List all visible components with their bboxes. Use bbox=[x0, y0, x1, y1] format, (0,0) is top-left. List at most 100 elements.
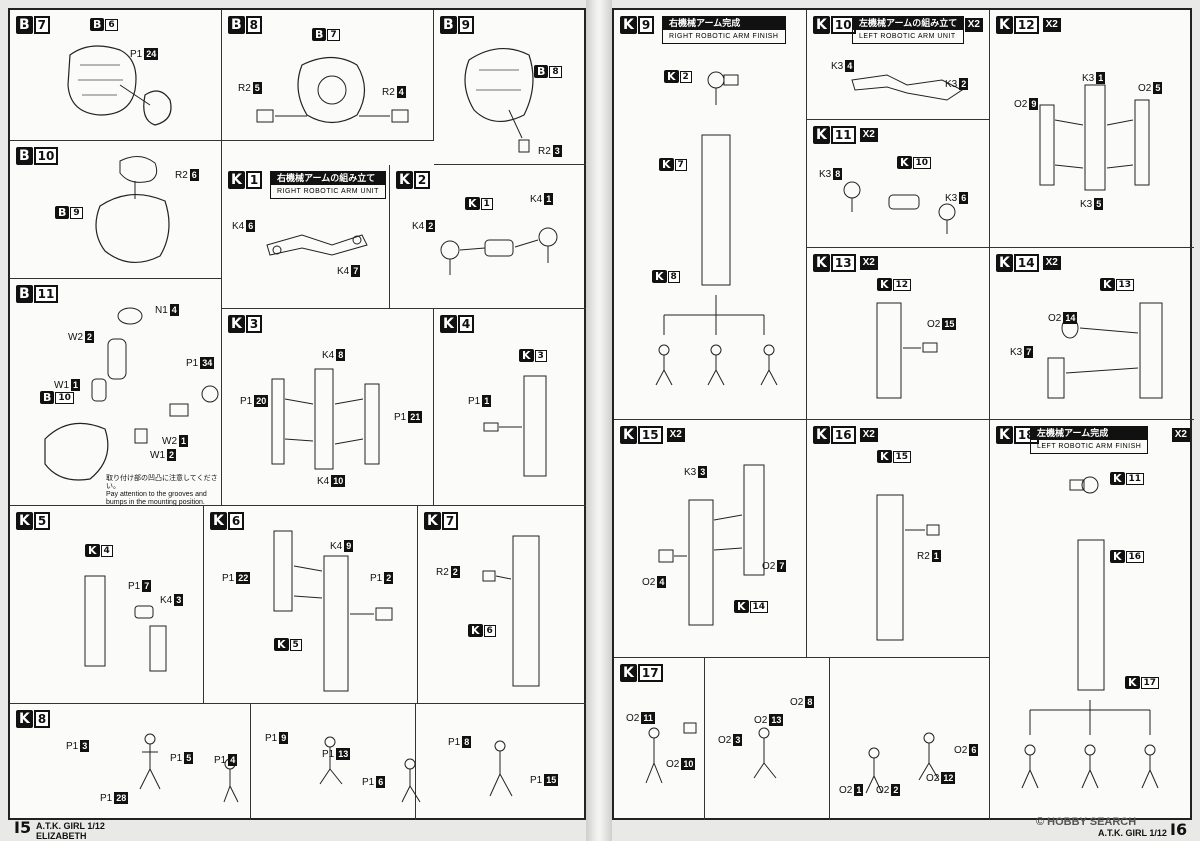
arm-frame-illustration bbox=[1039, 84, 1150, 191]
head-assembly-illustration bbox=[44, 307, 219, 481]
arm-assembly-illustration bbox=[655, 71, 778, 386]
figure-poses-illustration bbox=[645, 722, 940, 794]
arm-link-illustration bbox=[851, 74, 963, 101]
arm-frame-illustration bbox=[876, 494, 940, 641]
arm-frame-illustration bbox=[482, 535, 540, 687]
arm-link-illustration bbox=[266, 234, 368, 256]
footer-right: A.T.K. GIRL 1/12 bbox=[1098, 828, 1167, 838]
arm-assembly-illustration bbox=[1021, 476, 1159, 789]
arm-frame-illustration bbox=[84, 575, 167, 672]
head-part-illustration bbox=[256, 56, 409, 124]
arm-frame-illustration bbox=[876, 302, 938, 399]
arm-frame-illustration bbox=[483, 375, 547, 477]
arm-frame-illustration bbox=[658, 464, 765, 626]
figure-poses-illustration bbox=[139, 733, 513, 803]
quantity-badge: X2 bbox=[964, 18, 983, 32]
head-part-illustration bbox=[464, 47, 534, 153]
assembly-note: 取り付け部の凹凸に注意してください。Pay attention to the g… bbox=[106, 475, 218, 506]
arm-joint-illustration bbox=[843, 181, 956, 234]
